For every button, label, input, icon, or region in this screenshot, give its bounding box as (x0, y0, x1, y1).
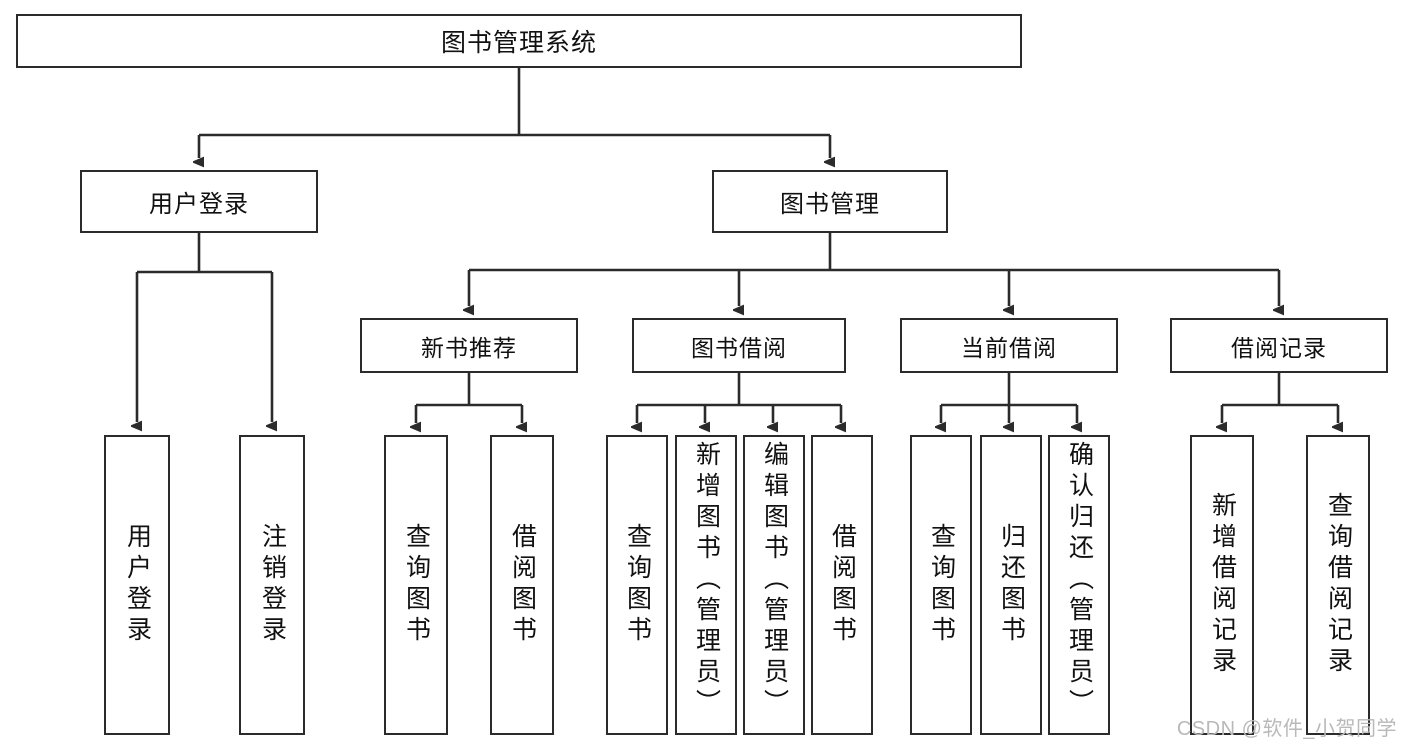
leaf-label: 注销登录 (258, 523, 287, 647)
leaf-label: 归还图书 (997, 523, 1026, 647)
leaf-user-login[interactable]: 用户登录 (104, 435, 170, 735)
leaf-query-borrow-record[interactable]: 查询借阅记录 (1306, 435, 1370, 735)
leaf-label: 新增借阅记录 (1208, 492, 1237, 678)
leaf-query-book-recommend[interactable]: 查询图书 (384, 435, 448, 735)
node-book-management[interactable]: 图书管理 (712, 170, 948, 233)
leaf-add-book[interactable]: 新增图书（管理员） (675, 435, 737, 735)
node-user-login[interactable]: 用户登录 (80, 170, 318, 233)
node-label: 图书借阅 (691, 334, 787, 361)
node-current-borrow[interactable]: 当前借阅 (900, 318, 1118, 373)
leaf-edit-book[interactable]: 编辑图书（管理员） (743, 435, 805, 735)
watermark: CSDN @软件_小贺同学 (1176, 718, 1397, 740)
leaf-label: 确认归还（管理员） (1065, 441, 1094, 720)
leaf-label: 新增图书（管理员） (692, 441, 721, 720)
leaf-label: 借阅图书 (828, 523, 857, 647)
leaf-add-borrow-record[interactable]: 新增借阅记录 (1190, 435, 1254, 735)
leaf-query-book-current[interactable]: 查询图书 (910, 435, 972, 735)
leaf-return-book[interactable]: 归还图书 (980, 435, 1042, 735)
leaf-label: 查询借阅记录 (1324, 492, 1353, 678)
node-root-system[interactable]: 图书管理系统 (16, 14, 1022, 68)
leaf-label: 查询图书 (623, 523, 652, 647)
node-label: 新书推荐 (421, 334, 517, 361)
node-book-borrow[interactable]: 图书借阅 (632, 318, 846, 373)
leaf-label: 借阅图书 (508, 523, 537, 647)
leaf-query-book-borrow[interactable]: 查询图书 (606, 435, 668, 735)
node-label: 用户登录 (149, 191, 249, 218)
leaf-label: 用户登录 (123, 523, 152, 647)
node-label: 当前借阅 (961, 334, 1057, 361)
node-label: 借阅记录 (1231, 334, 1327, 361)
leaf-label: 查询图书 (402, 523, 431, 647)
leaf-label: 编辑图书（管理员） (760, 441, 789, 720)
node-label: 图书管理 (780, 191, 880, 218)
leaf-borrow-book-recommend[interactable]: 借阅图书 (490, 435, 554, 735)
leaf-borrow-book-borrow[interactable]: 借阅图书 (811, 435, 873, 735)
leaf-label: 查询图书 (927, 523, 956, 647)
leaf-confirm-return[interactable]: 确认归还（管理员） (1048, 435, 1110, 735)
node-new-book-recommend[interactable]: 新书推荐 (360, 318, 578, 373)
leaf-logout-login[interactable]: 注销登录 (239, 435, 305, 735)
node-label: 图书管理系统 (440, 29, 597, 57)
node-borrow-record[interactable]: 借阅记录 (1170, 318, 1388, 373)
